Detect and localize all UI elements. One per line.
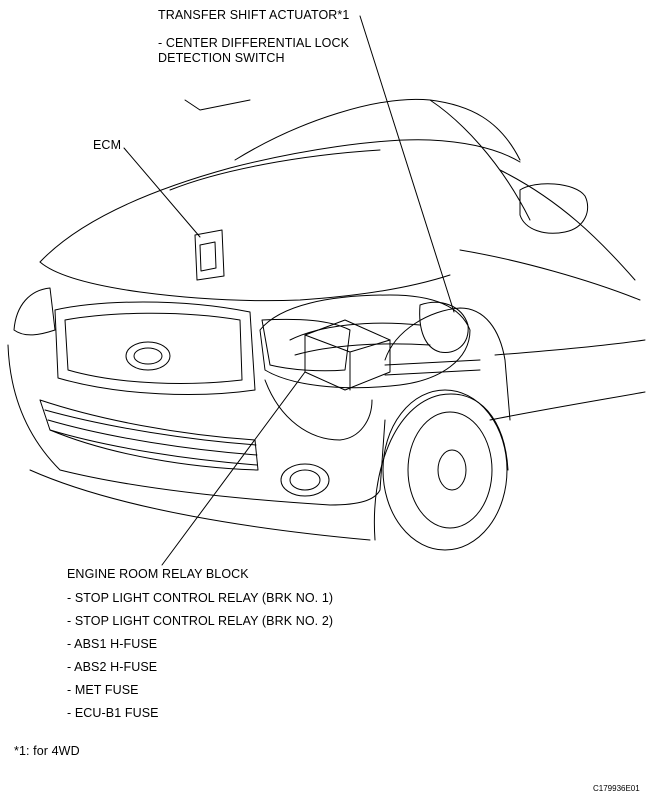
front-bumper bbox=[7, 344, 386, 506]
wheel-hub bbox=[437, 449, 467, 491]
a-pillar bbox=[429, 99, 531, 221]
relay-block-item: - STOP LIGHT CONTROL RELAY (BRK NO. 1) bbox=[67, 591, 334, 605]
door-line bbox=[499, 169, 636, 281]
relay-block-leader bbox=[161, 371, 306, 566]
transfer-case bbox=[419, 301, 469, 354]
bumper-slat-3 bbox=[49, 429, 258, 466]
bumper-lower-grille bbox=[39, 399, 259, 471]
transfer-actuator-title: TRANSFER SHIFT ACTUATOR*1 bbox=[158, 8, 350, 22]
wiper-line bbox=[184, 99, 251, 111]
hood-outline bbox=[39, 139, 521, 263]
relay-block-top bbox=[304, 334, 391, 391]
transfer-actuator-item: - CENTER DIFFERENTIAL LOCK bbox=[158, 36, 350, 50]
transmission-detail-1 bbox=[289, 322, 421, 341]
transfer-actuator-item: DETECTION SWITCH bbox=[158, 51, 285, 65]
relay-block-item: - MET FUSE bbox=[67, 683, 139, 697]
body-side-top bbox=[459, 249, 641, 301]
hood-front-edge bbox=[39, 261, 451, 302]
bumper-skirt bbox=[29, 469, 371, 541]
grille-inner bbox=[64, 312, 243, 384]
hood-crease bbox=[169, 149, 381, 191]
fog-light bbox=[280, 463, 330, 497]
windshield bbox=[234, 98, 521, 161]
footnote: *1: for 4WD bbox=[14, 744, 80, 758]
body-side-lower bbox=[489, 391, 646, 421]
bumper-slat-1 bbox=[44, 409, 257, 446]
emblem-inner bbox=[133, 347, 163, 365]
transfer-actuator-leader bbox=[359, 15, 455, 313]
emblem bbox=[125, 341, 171, 371]
driveshaft bbox=[384, 359, 481, 376]
relay-block-item: - ABS2 H-FUSE bbox=[67, 660, 158, 674]
left-headlight bbox=[13, 287, 56, 336]
bumper-slat-2 bbox=[47, 419, 258, 456]
ecm-connector bbox=[199, 241, 217, 272]
relay-block-item: - STOP LIGHT CONTROL RELAY (BRK NO. 2) bbox=[67, 614, 334, 628]
ecm-shape bbox=[194, 229, 225, 281]
wheel-arch bbox=[373, 393, 509, 541]
grille-frame bbox=[54, 301, 256, 395]
right-headlight bbox=[261, 318, 351, 372]
ecm-leader bbox=[123, 147, 201, 238]
transmission-detail-2 bbox=[294, 343, 431, 356]
relay-block-shape bbox=[304, 319, 391, 391]
fender bbox=[384, 307, 511, 421]
relay-block-item: - ECU-B1 FUSE bbox=[67, 706, 159, 720]
ecm-label: ECM bbox=[93, 138, 122, 152]
side-mirror bbox=[519, 183, 589, 234]
front-tire bbox=[382, 389, 508, 551]
figure-code: C179936E01 bbox=[593, 784, 640, 793]
relay-block-title: ENGINE ROOM RELAY BLOCK bbox=[67, 567, 249, 581]
engine-lower bbox=[264, 379, 373, 441]
fog-light-lens bbox=[289, 469, 321, 491]
wheel-rim bbox=[407, 411, 493, 529]
body-side-mid bbox=[494, 339, 646, 356]
transmission-body bbox=[259, 294, 471, 389]
relay-block-item: - ABS1 H-FUSE bbox=[67, 637, 158, 651]
